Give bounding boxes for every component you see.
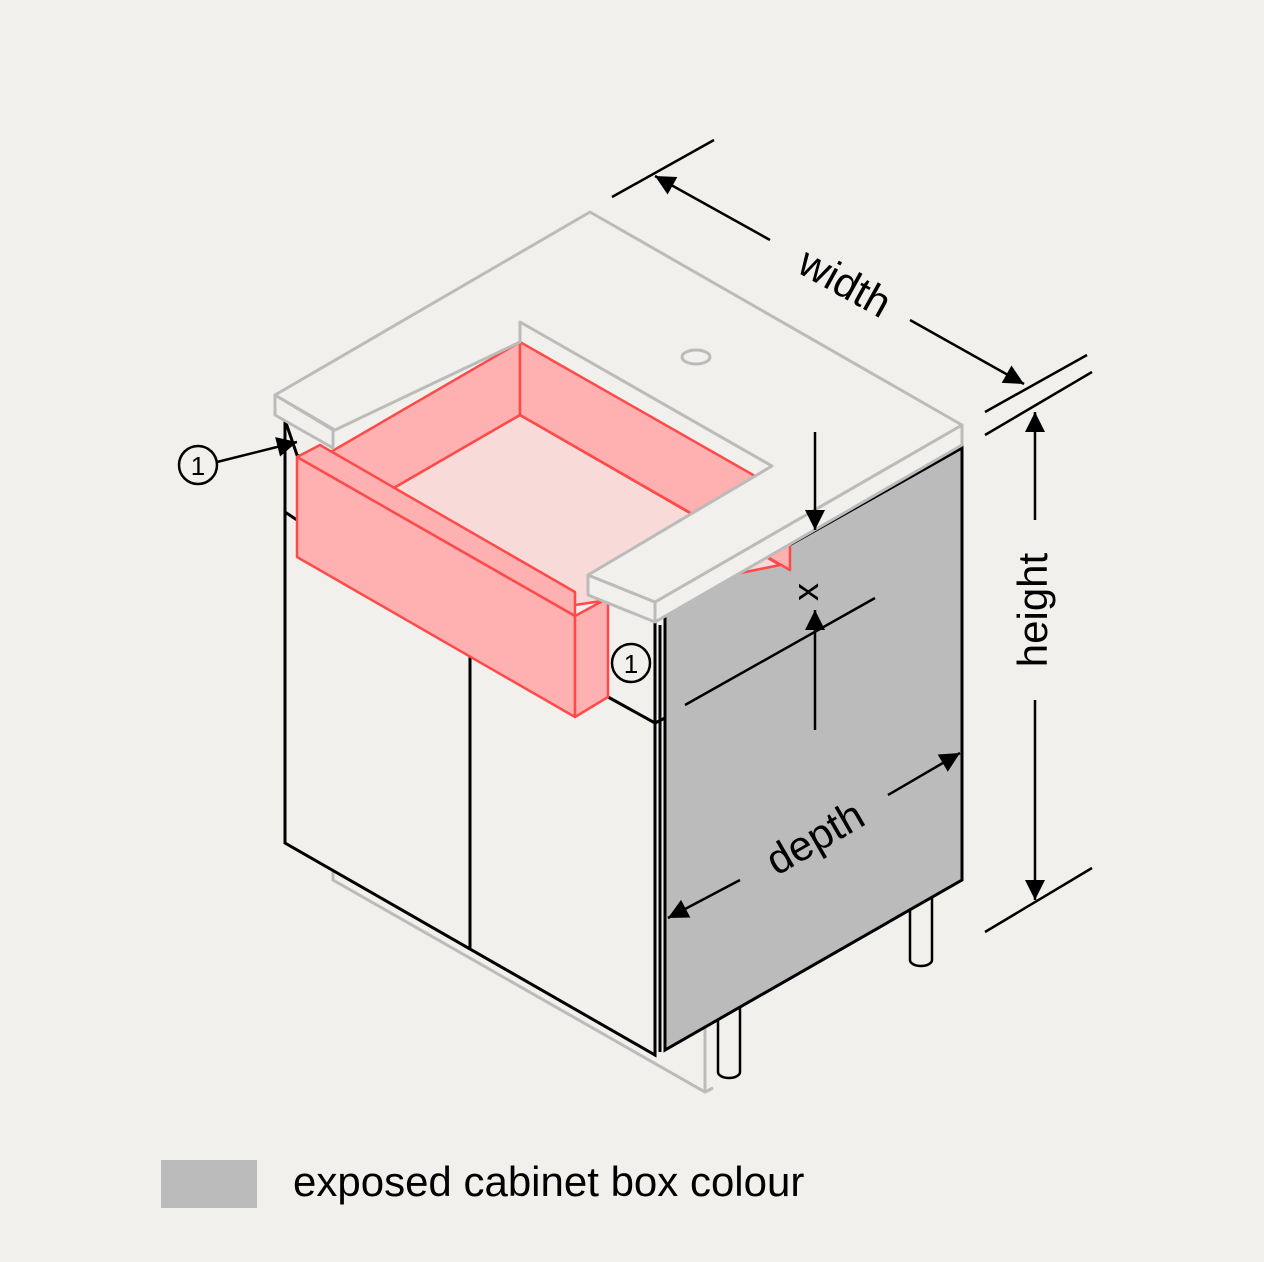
svg-text:1: 1 [624,649,638,679]
callout-1-right: 1 [610,642,652,684]
cabinet-legs [716,895,934,1080]
height-label: height [1009,552,1056,667]
callout-1-left: 1 [177,437,298,486]
legend-swatch [161,1160,257,1208]
countertop [273,210,964,624]
width-dimension [611,138,1088,414]
tap-hole [680,348,712,366]
plinth-outline [331,868,714,1094]
svg-text:1: 1 [191,451,205,481]
x-dimension [684,432,876,730]
height-dimension [984,370,1093,934]
legend-label: exposed cabinet box colour [293,1158,805,1205]
x-label: x [785,583,826,601]
width-label: width [790,238,899,327]
depth-dimension [667,751,961,920]
